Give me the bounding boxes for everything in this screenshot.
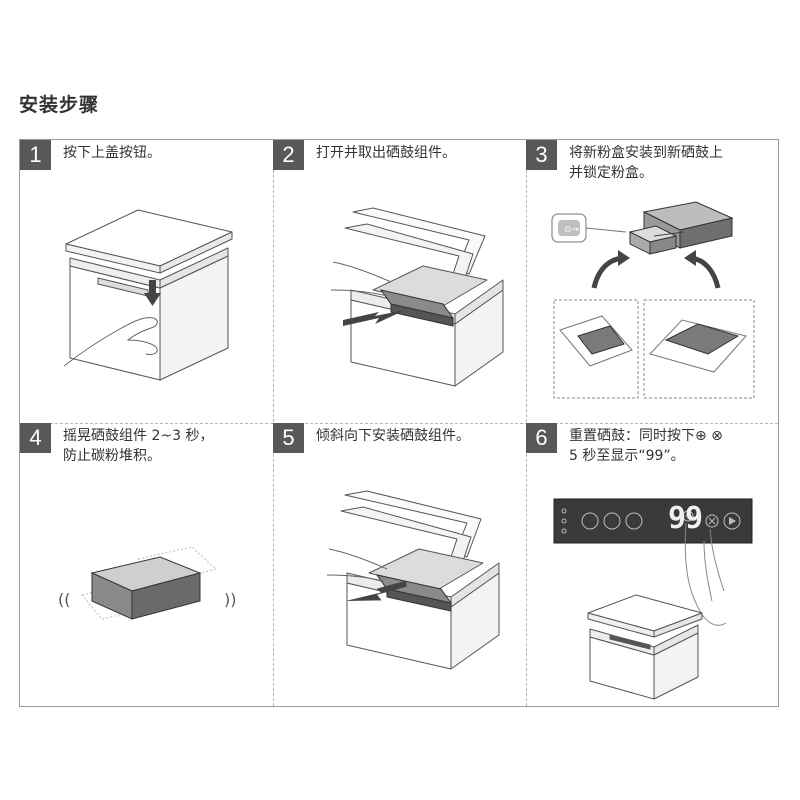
install-toner-illustration: ⊙→ <box>551 201 755 399</box>
step-caption: 重置硒鼓：同时按下⊕ ⊗ 5 秒至显示“99”。 <box>569 428 723 464</box>
shake-drum-illustration: (( )) <box>58 546 236 620</box>
step-number: 5 <box>273 423 304 453</box>
play-icon <box>723 512 741 530</box>
lock-icon <box>558 220 580 236</box>
page-title: 安装步骤 <box>19 94 100 116</box>
step-number: 6 <box>526 423 557 453</box>
step-number: 4 <box>20 423 51 453</box>
step-number: 2 <box>273 140 304 170</box>
press-arrow-icon <box>144 280 161 306</box>
printer-remove-drum-illustration <box>330 207 504 387</box>
printer-press-button-illustration <box>63 209 233 381</box>
step-4: 4 摇晃硒鼓组件 2~3 秒， 防止碳粉堆积。 (( )) <box>20 423 273 706</box>
cancel-icon <box>705 514 719 528</box>
step-6: 6 重置硒鼓：同时按下⊕ ⊗ 5 秒至显示“99”。 <box>526 423 779 706</box>
step-caption: 将新粉盒安装到新硒鼓上 并锁定粉盒。 <box>569 145 723 181</box>
step-caption: 摇晃硒鼓组件 2~3 秒， 防止碳粉堆积。 <box>63 428 214 464</box>
scan-icon <box>625 512 643 530</box>
panel-display: 99 <box>668 501 703 536</box>
steps-grid: 1 按下上盖按钮。 <box>19 139 779 707</box>
svg-text:)): )) <box>224 590 236 609</box>
hand-icon <box>63 317 158 367</box>
step-caption: 按下上盖按钮。 <box>63 145 161 161</box>
control-panel <box>553 498 753 544</box>
step-caption: 打开并取出硒鼓组件。 <box>316 145 456 161</box>
svg-text:((: (( <box>58 590 70 609</box>
step-3: 3 将新粉盒安装到新硒鼓上 并锁定粉盒。 ⊙→ <box>526 140 779 423</box>
step-caption: 倾斜向下安装硒鼓组件。 <box>316 428 470 444</box>
row-divider <box>20 423 778 424</box>
step-2: 2 打开并取出硒鼓组件。 <box>273 140 526 423</box>
step-5: 5 倾斜向下安装硒鼓组件。 <box>273 423 526 706</box>
step-number: 3 <box>526 140 557 170</box>
step-1: 1 按下上盖按钮。 <box>20 140 273 423</box>
control-panel-illustration <box>553 498 753 700</box>
copy-icon <box>603 512 621 530</box>
plus-icon <box>682 510 694 522</box>
wifi-icon <box>581 512 599 530</box>
install-drum-illustration <box>326 490 500 670</box>
step-number: 1 <box>20 140 51 170</box>
svg-text:⊙→: ⊙→ <box>564 225 580 235</box>
